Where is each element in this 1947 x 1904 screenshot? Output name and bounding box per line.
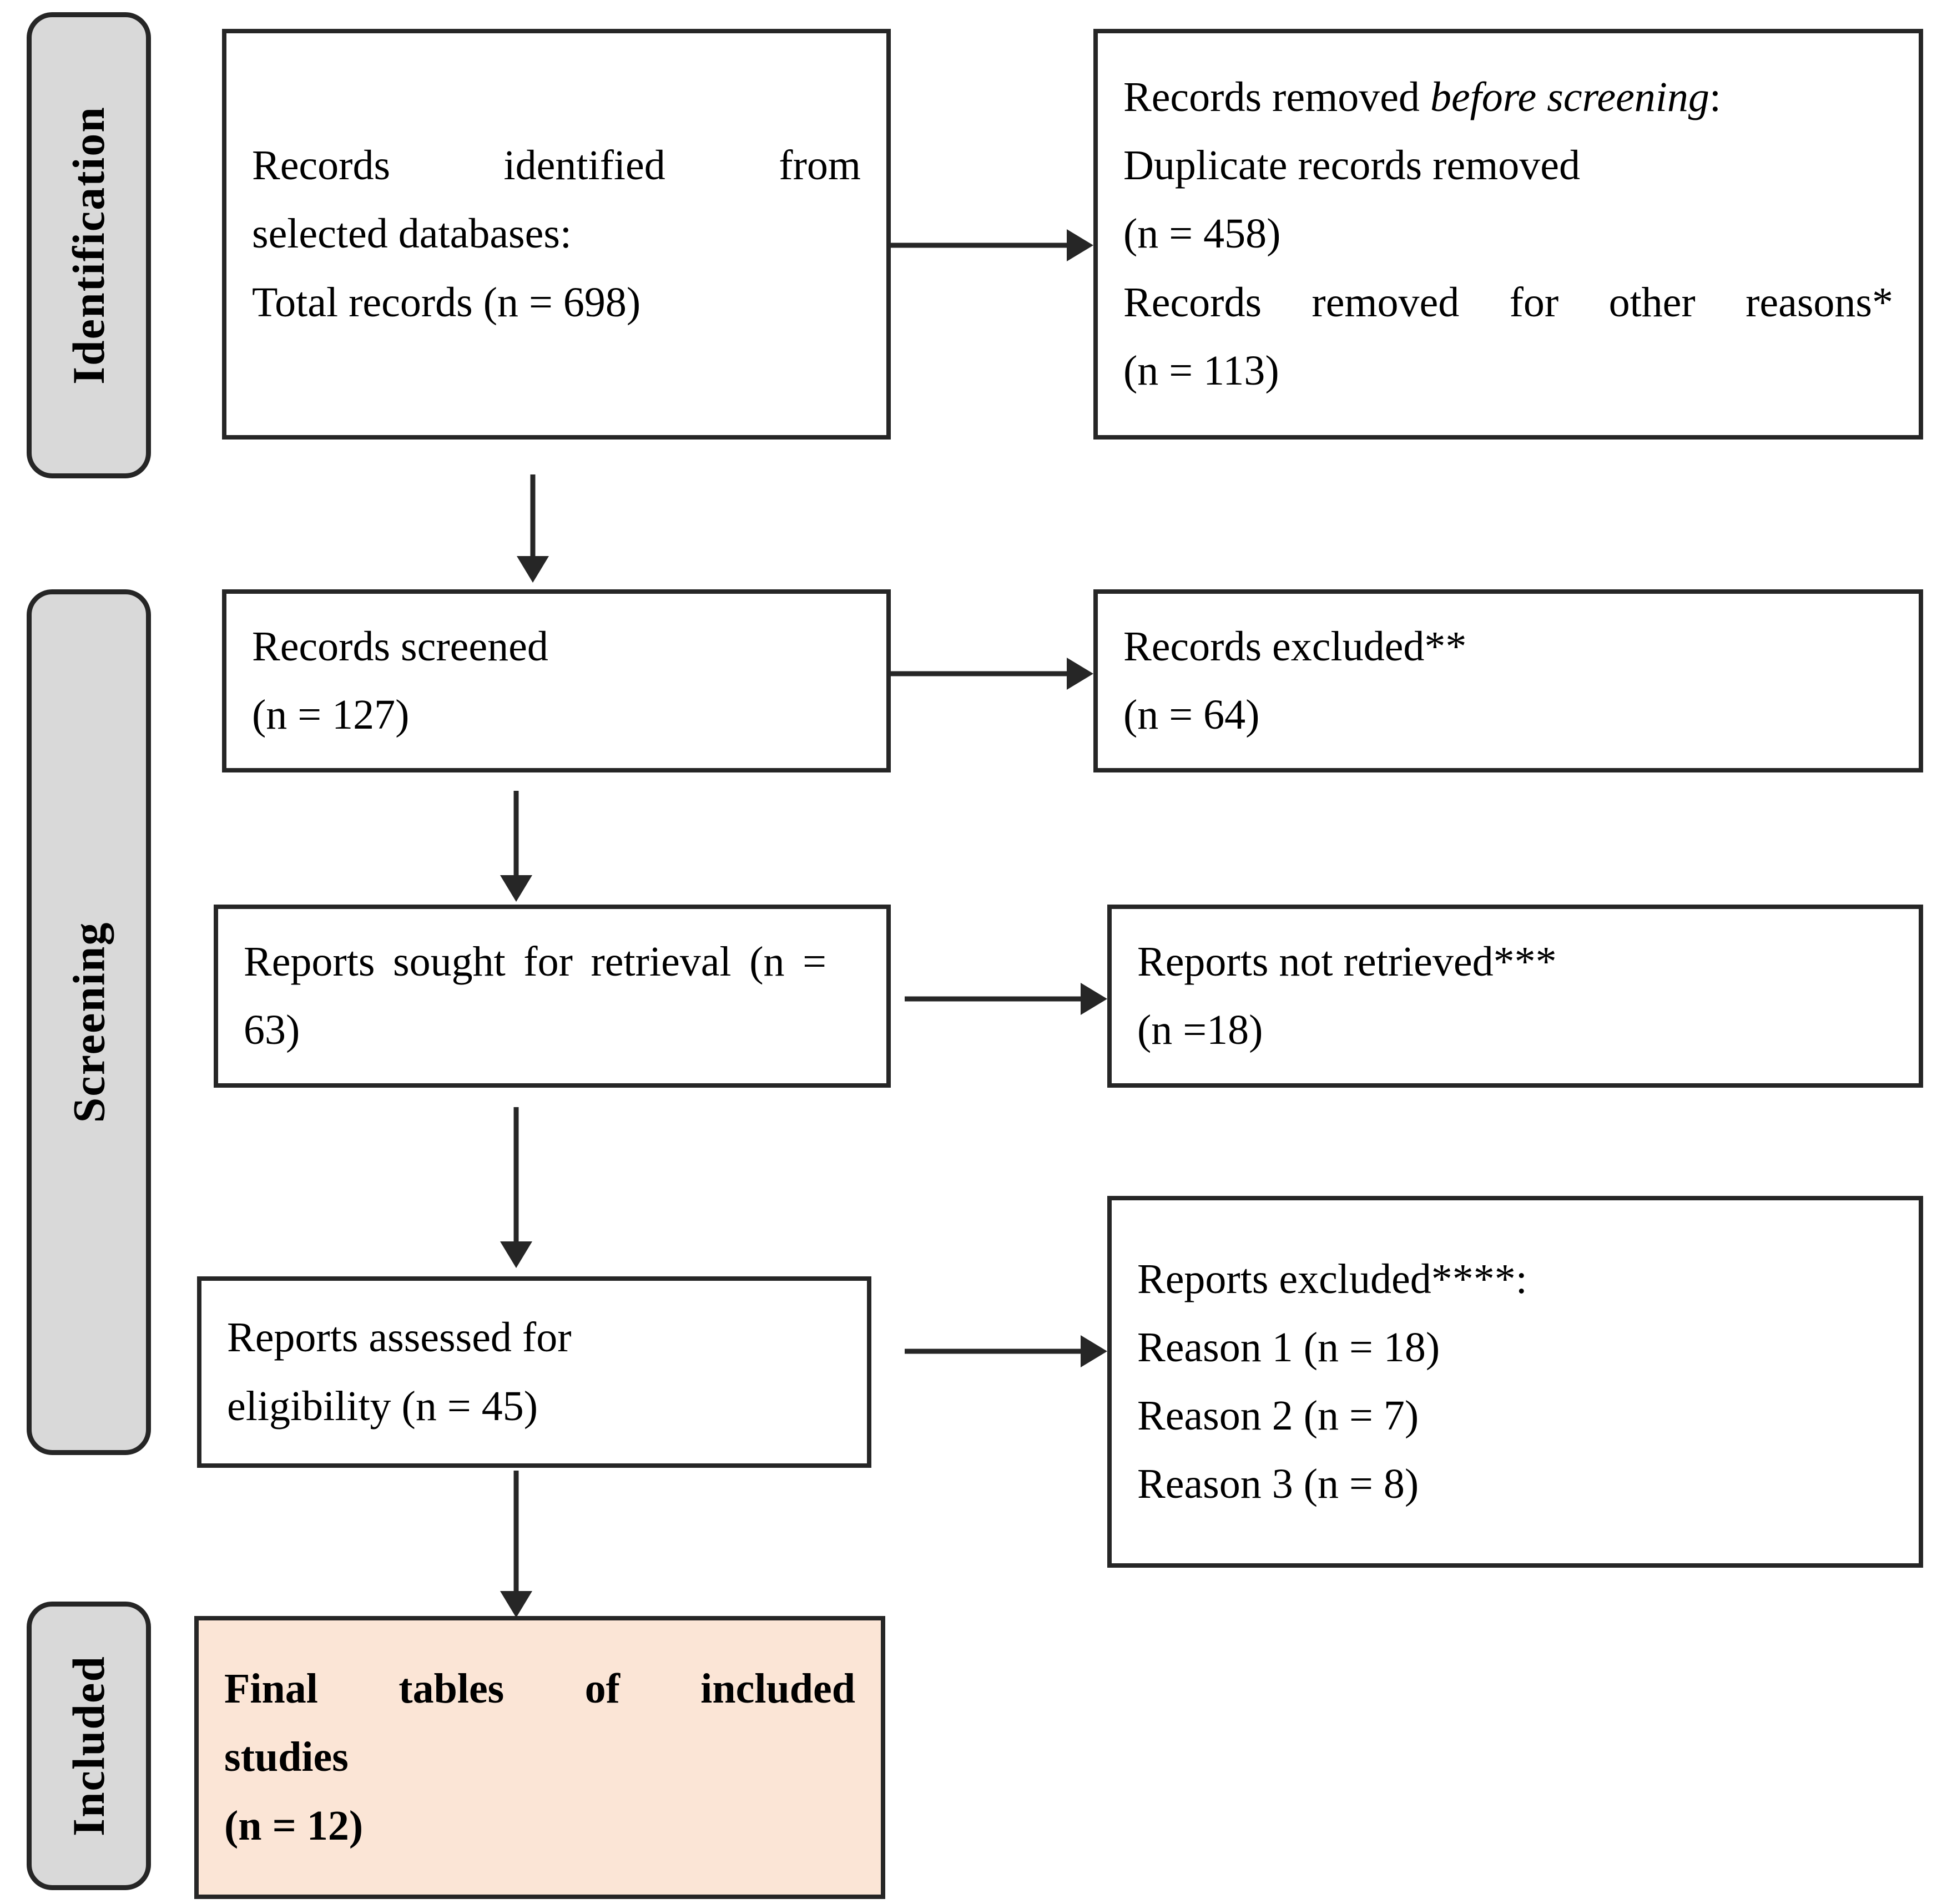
arrow-head [1081, 983, 1107, 1015]
arrow-shaft [513, 791, 519, 875]
reports-excluded-line-3: Reason 2 (n = 7) [1137, 1392, 1419, 1439]
arrow-head [517, 556, 549, 583]
records-removed-line-4: Records removed for other reasons* [1123, 279, 1893, 326]
box-reports-excluded: Reports excluded****: Reason 1 (n = 18) … [1107, 1196, 1923, 1568]
box-reports-assessed-for-eligibility: Reports assessed for eligibility (n = 45… [197, 1276, 871, 1468]
box-final-tables-of-included-studies: Final tables of included studies (n = 12… [194, 1616, 885, 1899]
records-removed-prefix: Records removed [1123, 74, 1430, 121]
records-removed-line-1: Records removed before screening: [1123, 63, 1893, 132]
arrow-shaft [513, 1471, 519, 1591]
arrow-head [500, 1241, 532, 1268]
stage-label-included: Included [63, 1655, 114, 1836]
stage-label-identification: Identification [63, 106, 114, 385]
arrow-head [500, 875, 532, 902]
arrow-head [1081, 1335, 1107, 1367]
reports-assessed-line-2: eligibility (n = 45) [227, 1382, 538, 1430]
final-included-line-1: Final tables of included [224, 1665, 855, 1713]
reports-not-retrieved-line-1: Reports not retrieved*** [1137, 938, 1557, 985]
arrow-shaft [530, 474, 536, 556]
reports-excluded-line-4: Reason 3 (n = 8) [1137, 1461, 1419, 1508]
arrow-head [1067, 658, 1093, 690]
records-excluded-line-1: Records excluded** [1123, 623, 1467, 670]
stage-pill-screening: Screening [27, 589, 151, 1455]
box-records-removed-before-screening: Records removed before screening: Duplic… [1093, 29, 1923, 440]
box-records-screened: Records screened (n = 127) [222, 589, 891, 772]
records-removed-line-3: (n = 458) [1123, 210, 1281, 257]
box-reports-sought-for-retrieval: Reports sought for retrieval (n = 63) [214, 905, 891, 1088]
records-excluded-line-2: (n = 64) [1123, 691, 1260, 738]
records-screened-line-1: Records screened [252, 623, 548, 670]
records-identified-line-3: Total records (n = 698) [252, 279, 641, 326]
records-identified-line-2: selected databases: [252, 210, 572, 257]
arrow-shaft [891, 671, 1067, 676]
records-removed-italic: before screening [1430, 74, 1709, 121]
box-records-identified: Records identified from selected databas… [222, 29, 891, 440]
arrow-shaft [891, 243, 1067, 248]
stage-pill-included: Included [27, 1602, 151, 1890]
arrow-head [500, 1591, 532, 1618]
reports-excluded-line-1: Reports excluded****: [1137, 1255, 1527, 1302]
stage-pill-identification: Identification [27, 12, 151, 478]
arrow-shaft [513, 1107, 519, 1241]
arrow-shaft [905, 996, 1081, 1002]
reports-not-retrieved-line-2: (n =18) [1137, 1007, 1263, 1053]
box-reports-not-retrieved: Reports not retrieved*** (n =18) [1107, 905, 1923, 1088]
reports-sought-line-1: Reports sought for retrieval (n = 63) [244, 938, 826, 1053]
final-included-line-3: (n = 12) [224, 1802, 364, 1849]
stage-label-screening: Screening [63, 921, 114, 1123]
reports-excluded-line-2: Reason 1 (n = 18) [1137, 1324, 1440, 1371]
reports-assessed-line-1: Reports assessed for [227, 1314, 572, 1361]
records-identified-line-1: Records identified from [252, 142, 861, 189]
records-screened-line-2: (n = 127) [252, 691, 410, 738]
final-included-line-2: studies [224, 1734, 349, 1781]
box-records-excluded: Records excluded** (n = 64) [1093, 589, 1923, 772]
records-removed-line-2: Duplicate records removed [1123, 142, 1580, 189]
records-removed-suffix: : [1709, 74, 1722, 121]
arrow-head [1067, 229, 1093, 261]
records-removed-line-5: (n = 113) [1123, 347, 1279, 394]
arrow-shaft [905, 1349, 1081, 1354]
